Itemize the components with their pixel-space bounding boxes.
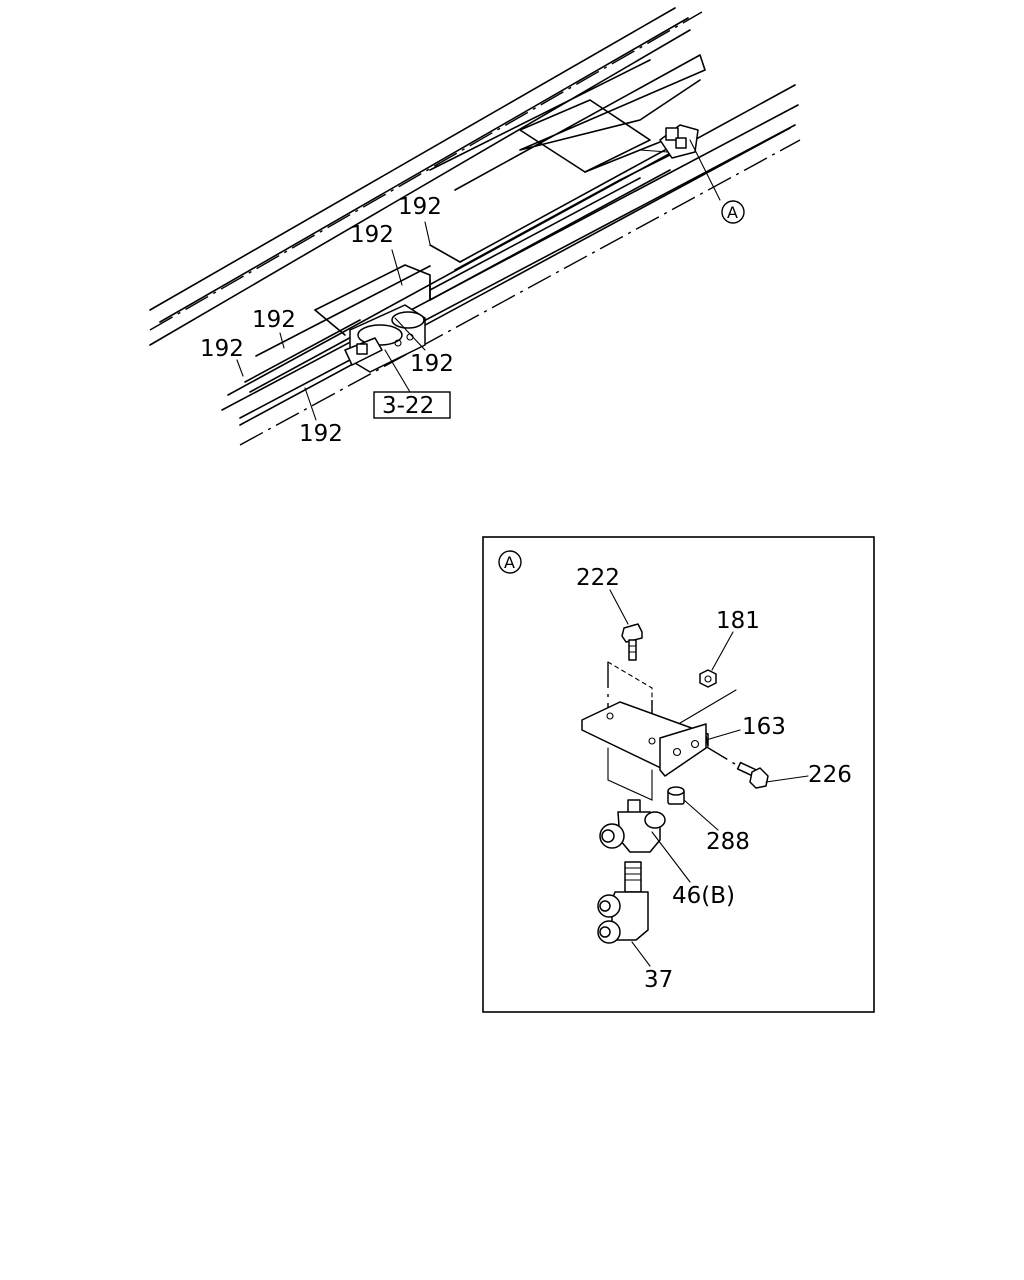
tee-fitting-46b-icon [599,799,666,853]
label-37: 37 [644,967,673,993]
detail-a-marker-overview-label: A [727,203,738,222]
callout-192-b: 192 [350,222,394,248]
centerline-guides [607,661,746,801]
callout-192-a: 192 [398,194,442,220]
ref-box-label: 3-22 [382,393,434,419]
ref-box-frame [373,391,451,419]
callout-192-f: 192 [299,421,343,447]
label-181: 181 [716,608,760,634]
bolt-222-icon [621,623,643,661]
bracket-163-icon [581,701,709,777]
callout-192-c: 192 [252,307,296,333]
plug-288-icon [667,786,685,805]
label-46b: 46(B) [672,883,735,909]
callout-192-d: 192 [200,336,244,362]
detail-a-frame [482,536,875,1013]
detail-a-marker-label: A [504,553,515,572]
bolt-226-icon [736,761,769,789]
label-163: 163 [742,714,786,740]
frame-overview [149,7,801,446]
detail-a-marker: A [498,550,522,574]
callout-192-e: 192 [410,351,454,377]
label-288: 288 [706,829,750,855]
detail-leaders [609,589,809,967]
label-226: 226 [808,762,852,788]
elbow-fitting-37-icon [597,861,649,944]
overview-leaders [236,139,721,421]
nut-181-icon [699,669,717,688]
detail-a-marker-overview: A [721,200,745,224]
label-222: 222 [576,565,620,591]
